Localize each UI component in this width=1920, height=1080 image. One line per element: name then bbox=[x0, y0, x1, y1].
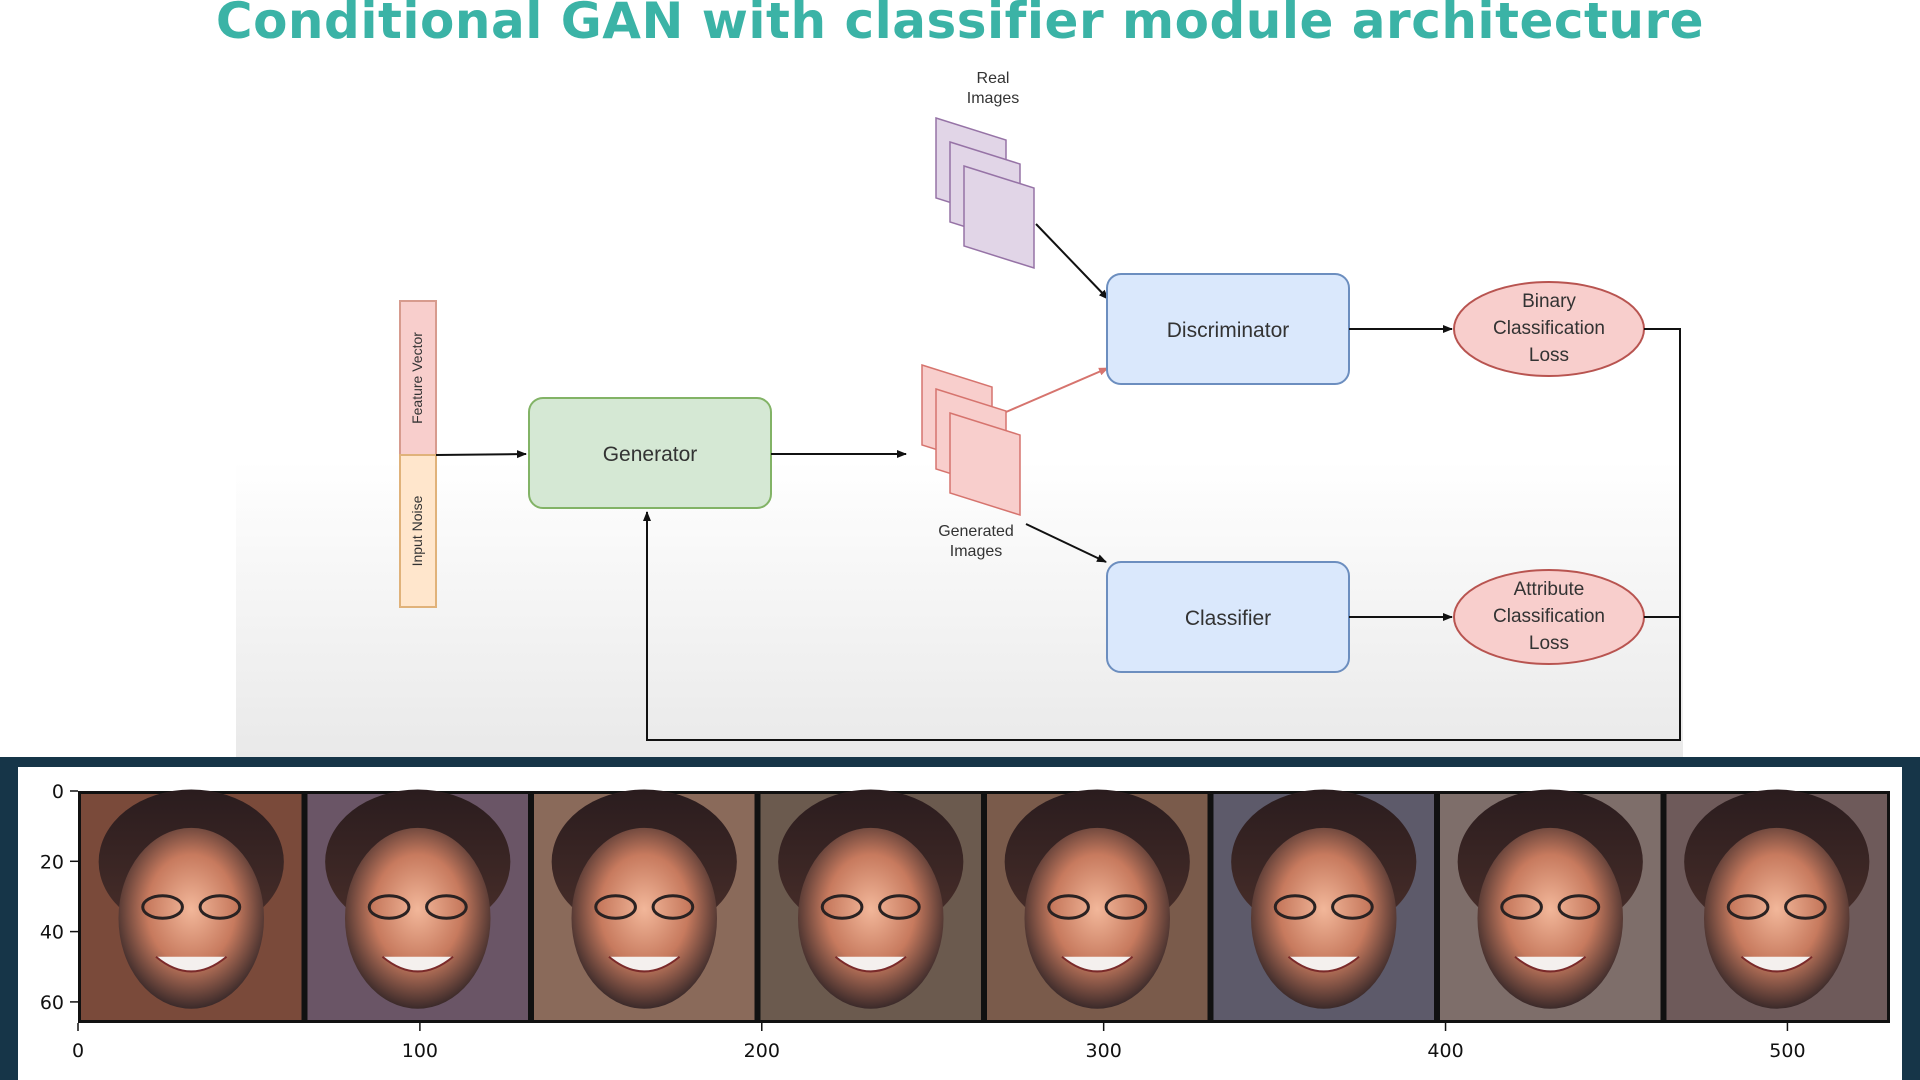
real-images-label-line1: Real bbox=[977, 70, 1010, 87]
feedback-path bbox=[643, 328, 1681, 741]
generated-images-label-line2: Images bbox=[950, 543, 1002, 560]
attribute-loss-label-line2: Classification bbox=[1493, 606, 1605, 627]
discriminator-label: Discriminator bbox=[1167, 319, 1290, 342]
diagram-panel: Feature Vector Input Noise Generator Rea… bbox=[236, 52, 1683, 757]
input-noise-label: Input Noise bbox=[409, 495, 425, 566]
y-tick-label: 0 bbox=[52, 781, 64, 803]
generated-face-1 bbox=[81, 789, 302, 1020]
feature-vector-segment bbox=[399, 300, 437, 456]
architecture-diagram: Feature Vector Input Noise Generator Rea… bbox=[399, 70, 1681, 741]
y-axis: 0 20 40 60 bbox=[40, 781, 78, 1014]
generated-faces-plot: 0 20 40 60 0 100 200 300 400 500 bbox=[18, 767, 1902, 1080]
real-images-stack: Real Images bbox=[935, 70, 1035, 270]
generator-node: Generator bbox=[528, 397, 772, 509]
x-tick-label: 300 bbox=[1086, 1040, 1122, 1062]
feature-vector-label: Feature Vector bbox=[409, 332, 425, 424]
x-axis: 0 100 200 300 400 500 bbox=[72, 1023, 1806, 1062]
generated-face-8 bbox=[1666, 789, 1887, 1020]
input-vector: Feature Vector Input Noise bbox=[399, 300, 437, 608]
y-tick-label: 20 bbox=[40, 851, 64, 873]
generated-face-2 bbox=[307, 789, 528, 1020]
binary-loss-node: Binary Classification Loss bbox=[1453, 281, 1645, 377]
x-tick-label: 500 bbox=[1769, 1040, 1805, 1062]
y-tick-label: 40 bbox=[40, 922, 64, 944]
x-tick-label: 400 bbox=[1427, 1040, 1463, 1062]
x-tick-label: 200 bbox=[744, 1040, 780, 1062]
classifier-node: Classifier bbox=[1106, 561, 1350, 673]
generated-face-5 bbox=[987, 789, 1208, 1020]
input-noise-segment bbox=[399, 454, 437, 608]
slide-title: Conditional GAN with classifier module a… bbox=[215, 0, 1705, 50]
binary-loss-label-line3: Loss bbox=[1529, 345, 1569, 366]
binary-loss-label-line1: Binary bbox=[1522, 291, 1576, 312]
generated-images-label-line1: Generated bbox=[938, 523, 1014, 540]
classifier-label: Classifier bbox=[1185, 607, 1271, 630]
generated-face-7 bbox=[1440, 789, 1661, 1020]
real-images-label-line2: Images bbox=[967, 90, 1019, 107]
attribute-loss-label-line3: Loss bbox=[1529, 633, 1569, 654]
arrow-input-to-generator bbox=[435, 450, 527, 459]
arrow-generated-to-classifier bbox=[1025, 523, 1107, 563]
y-tick-label: 60 bbox=[40, 992, 64, 1014]
x-tick-label: 0 bbox=[72, 1040, 84, 1062]
discriminator-node: Discriminator bbox=[1106, 273, 1350, 385]
generated-face-6 bbox=[1213, 789, 1434, 1020]
generated-faces-panel: 0 20 40 60 0 100 200 300 400 500 bbox=[0, 757, 1920, 1080]
faces-group bbox=[78, 789, 1890, 1023]
generated-face-4 bbox=[760, 789, 981, 1020]
binary-loss-label-line2: Classification bbox=[1493, 318, 1605, 339]
generator-label: Generator bbox=[603, 443, 698, 466]
x-tick-label: 100 bbox=[402, 1040, 438, 1062]
attribute-loss-label-line1: Attribute bbox=[1514, 579, 1585, 600]
attribute-loss-node: Attribute Classification Loss bbox=[1453, 569, 1645, 665]
generated-face-3 bbox=[534, 789, 755, 1020]
arrow-generated-to-discriminator bbox=[1005, 367, 1109, 413]
arrow-real-to-discriminator bbox=[1035, 223, 1109, 300]
generated-images-stack: Generated Images bbox=[921, 363, 1021, 560]
